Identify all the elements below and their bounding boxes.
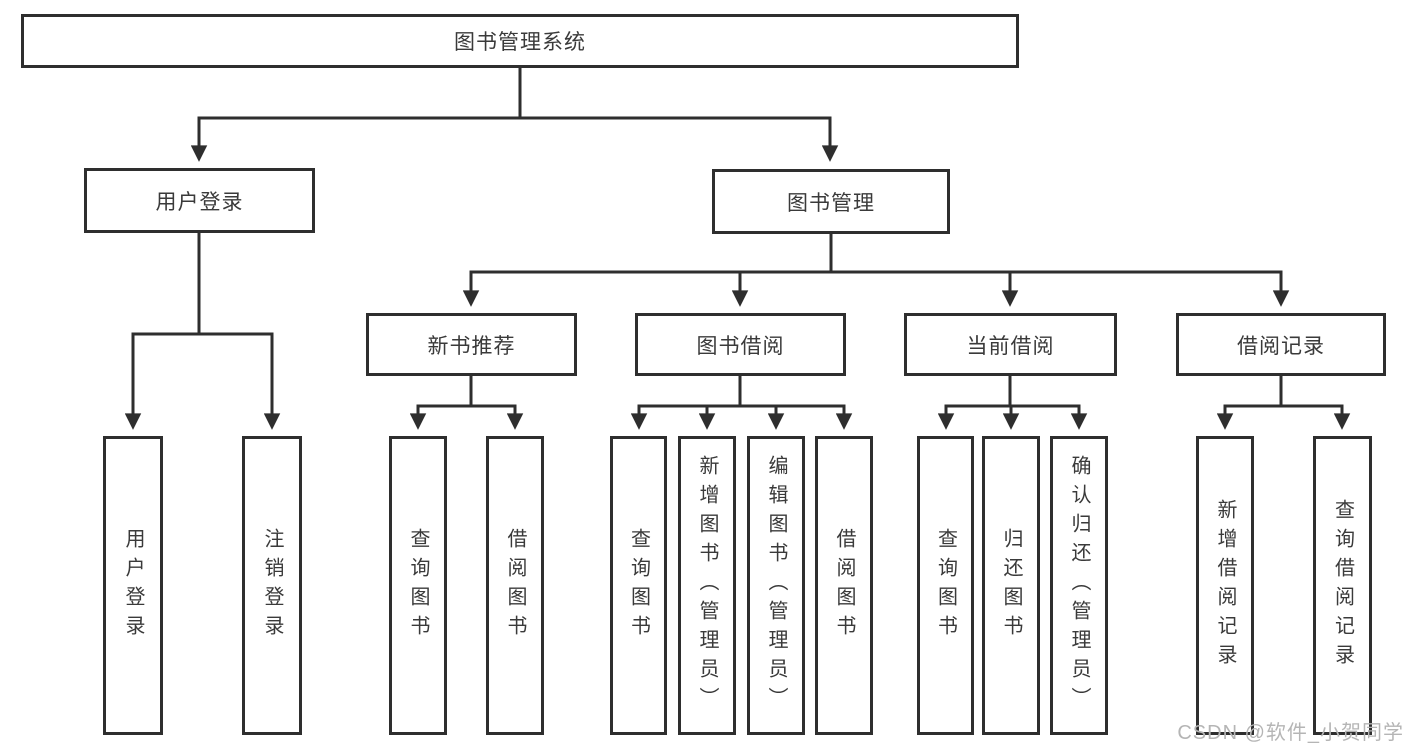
leaf-recommend-search-book: 查询图书 — [389, 436, 447, 735]
leaf-current-confirm-return-admin: 确认归还（管理员） — [1050, 436, 1108, 735]
node-current-borrow: 当前借阅 — [904, 313, 1117, 376]
connector-rec-trunk — [416, 376, 517, 408]
connector-cur-trunk — [944, 376, 1081, 408]
leaf-user-login: 用户登录 — [103, 436, 163, 735]
connector-his-trunk — [1223, 376, 1344, 408]
node-user-login: 用户登录 — [84, 168, 315, 233]
node-library-management-system: 图书管理系统 — [21, 14, 1019, 68]
leaf-current-search-book: 查询图书 — [917, 436, 974, 735]
connector-login-trunk — [131, 233, 274, 336]
leaf-borrow-edit-book-admin: 编辑图书（管理员） — [747, 436, 805, 735]
leaf-current-return-book: 归还图书 — [982, 436, 1040, 735]
leaf-logout: 注销登录 — [242, 436, 302, 735]
leaf-records-search-record: 查询借阅记录 — [1313, 436, 1372, 735]
node-borrow-records: 借阅记录 — [1176, 313, 1386, 376]
leaf-borrow-search-book: 查询图书 — [610, 436, 667, 735]
node-book-management: 图书管理 — [712, 169, 950, 234]
leaf-records-add-record: 新增借阅记录 — [1196, 436, 1254, 735]
node-book-borrow: 图书借阅 — [635, 313, 846, 376]
leaf-recommend-borrow-book: 借阅图书 — [486, 436, 544, 735]
leaf-borrow-add-book-admin: 新增图书（管理员） — [678, 436, 736, 735]
node-new-book-recommend: 新书推荐 — [366, 313, 577, 376]
connector-mgmt-trunk — [469, 234, 1283, 274]
connector-root-trunk — [197, 66, 832, 120]
leaf-borrow-borrow-book: 借阅图书 — [815, 436, 873, 735]
connector-bor-trunk — [637, 376, 846, 408]
